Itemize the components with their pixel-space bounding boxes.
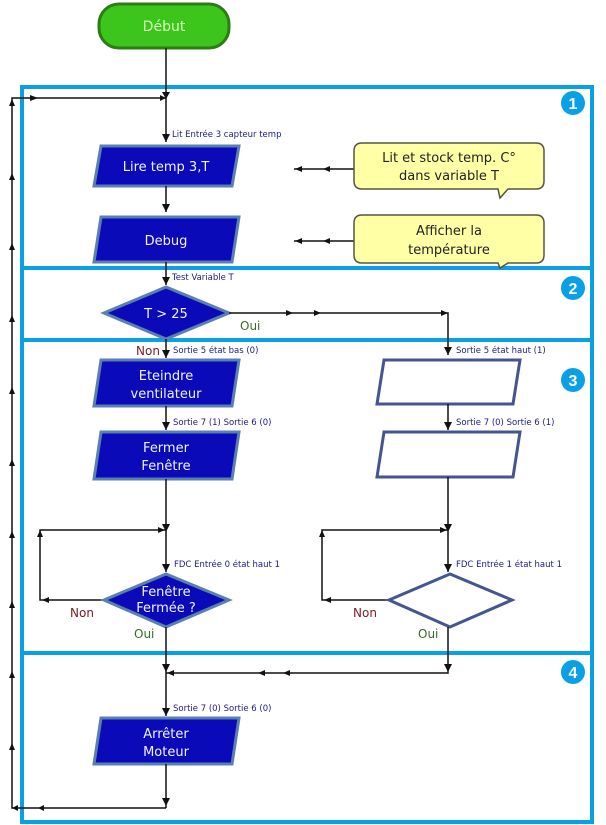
branch-yes-label: Oui: [418, 627, 438, 641]
branch-no-label: Non: [136, 344, 160, 358]
block-stop-motor-line2: Moteur: [143, 745, 190, 760]
decision-temp-label: T > 25: [143, 307, 188, 322]
section-number: 4: [569, 665, 578, 682]
block-fan-off-line2: ventilateur: [131, 387, 203, 402]
annotation-out7-0-out6-1: Sortie 7 (0) Sortie 6 (1): [456, 418, 554, 428]
section-badge-4: 4: [561, 660, 585, 684]
annotation-fdc-input1: FDC Entrée 1 état haut 1: [456, 559, 562, 570]
annotation-out5-low: Sortie 5 état bas (0): [173, 345, 258, 356]
note-debug: Afficher la température: [294, 214, 545, 270]
block-stop-motor[interactable]: Arrêter Moteur: [92, 716, 241, 766]
decision-empty[interactable]: [385, 572, 516, 629]
decision-window-closed-line2: Fermée ?: [136, 601, 196, 616]
annotation-out7-0-out6-0: Sortie 7 (0) Sortie 6 (0): [173, 704, 271, 714]
branch-no-label: Non: [70, 606, 94, 620]
note-read-line1: Lit et stock temp. C°: [382, 151, 516, 166]
section-badge-3: 3: [561, 368, 585, 392]
block-empty-1[interactable]: [375, 358, 522, 406]
note-read-temp: Lit et stock temp. C° dans variable T: [294, 142, 545, 200]
decision-temp[interactable]: T > 25: [100, 285, 233, 341]
decision-window-closed[interactable]: Fenêtre Fermée ?: [100, 572, 233, 629]
section-frame-outer: [20, 85, 594, 824]
decision-window-closed-line1: Fenêtre: [141, 585, 190, 600]
section-number: 1: [569, 96, 578, 113]
annotation-out5-high: Sortie 5 état haut (1): [456, 345, 546, 356]
note-debug-line1: Afficher la: [416, 224, 482, 239]
block-read-temp-label: Lire temp 3,T: [123, 160, 210, 175]
section-number: 2: [569, 281, 578, 298]
note-read-line2: dans variable T: [399, 169, 499, 184]
block-empty-2[interactable]: [375, 430, 522, 479]
block-close-window-line2: Fenêtre: [141, 459, 190, 474]
branch-yes-label: Oui: [240, 319, 260, 333]
annotation-out7-1-out6-0: Sortie 7 (1) Sortie 6 (0): [173, 418, 271, 428]
section-number: 3: [569, 373, 578, 390]
annotation-fdc-input0: FDC Entrée 0 état haut 1: [174, 559, 280, 570]
block-read-temp[interactable]: Lire temp 3,T: [92, 144, 241, 188]
annotation-test-variable: Test Variable T: [171, 273, 235, 283]
start-label: Début: [143, 19, 186, 35]
section-badge-2: 2: [561, 276, 585, 300]
block-close-window[interactable]: Fermer Fenêtre: [92, 430, 241, 481]
block-fan-off-line1: Eteindre: [139, 369, 193, 384]
block-stop-motor-line1: Arrêter: [143, 727, 189, 742]
note-debug-line2: température: [408, 243, 490, 258]
block-close-window-line1: Fermer: [143, 441, 190, 456]
section-badge-1: 1: [561, 91, 585, 115]
start-node[interactable]: Début: [97, 2, 231, 50]
branch-yes-label: Oui: [134, 627, 154, 641]
block-debug-label: Debug: [145, 234, 188, 249]
block-fan-off[interactable]: Eteindre ventilateur: [92, 358, 241, 408]
block-debug[interactable]: Debug: [92, 215, 241, 264]
branch-no-label: Non: [353, 606, 377, 620]
loop-back-connector: [9, 95, 166, 811]
annotation-read-input: Lit Entrée 3 capteur temp: [172, 129, 281, 140]
